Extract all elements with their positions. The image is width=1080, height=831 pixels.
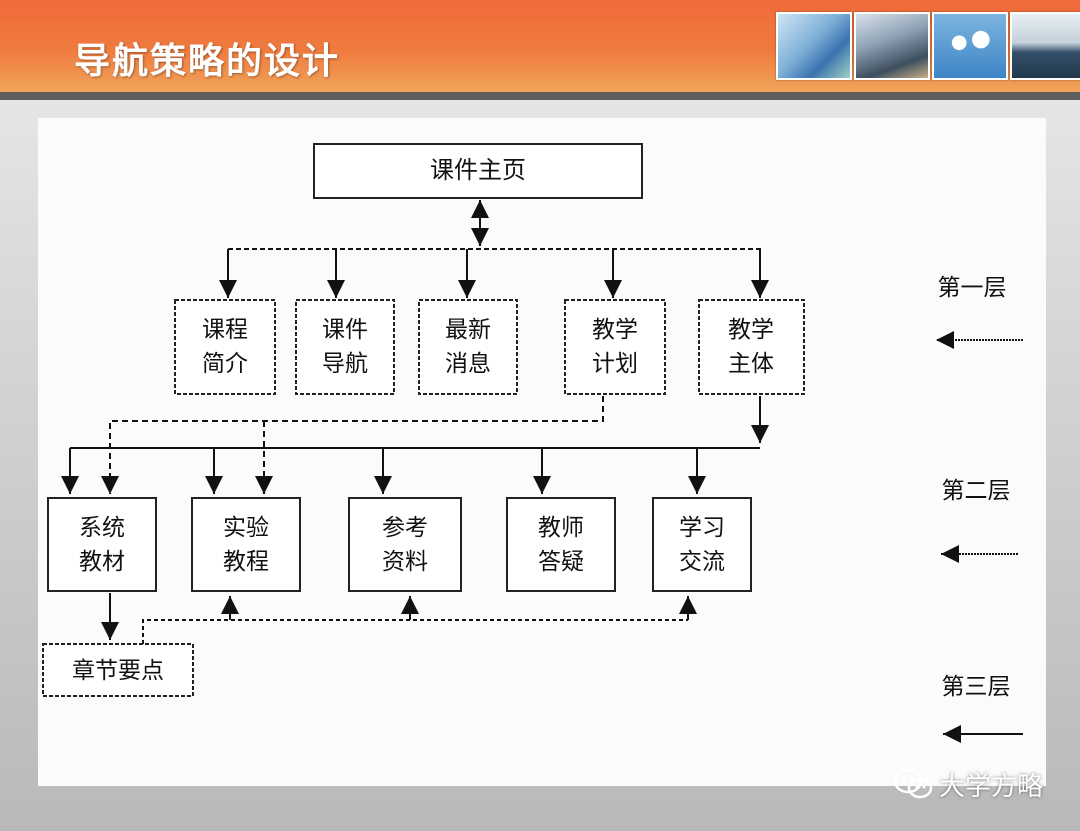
svg-text:消息: 消息 — [445, 351, 491, 377]
svg-text:第三层: 第三层 — [942, 674, 1011, 700]
svg-text:教学: 教学 — [592, 317, 638, 343]
svg-text:系统: 系统 — [79, 515, 125, 541]
layer-label-2: 第二层 — [941, 478, 1018, 563]
node-chapter-points: 章节要点 — [42, 643, 194, 697]
node-root-label: 课件主页 — [430, 156, 526, 184]
svg-text:章节要点: 章节要点 — [72, 658, 164, 684]
svg-text:计划: 计划 — [592, 351, 638, 377]
svg-text:主体: 主体 — [728, 351, 774, 377]
node-lab-tutorial: 实验 教程 — [191, 497, 301, 592]
svg-text:导航: 导航 — [322, 351, 368, 377]
node-system-textbook: 系统 教材 — [47, 497, 157, 592]
svg-text:第二层: 第二层 — [942, 478, 1011, 504]
svg-text:教学: 教学 — [728, 317, 774, 343]
node-course-intro: 课程 简介 — [174, 299, 276, 395]
svg-text:教师: 教师 — [538, 515, 584, 541]
svg-text:交流: 交流 — [679, 549, 725, 575]
svg-text:资料: 资料 — [382, 549, 428, 575]
node-teaching-main: 教学 主体 — [698, 299, 805, 395]
svg-text:最新: 最新 — [445, 317, 491, 343]
watermark-text: 大学方略 — [939, 771, 1044, 802]
watermark: 大学方略 — [893, 765, 1043, 803]
slide-header: 导航策略的设计 — [0, 0, 1080, 92]
svg-text:实验: 实验 — [223, 515, 269, 541]
student-computer-thumbnail — [854, 12, 930, 80]
node-courseware-nav: 课件 导航 — [295, 299, 395, 395]
classroom-thumbnail — [1010, 12, 1080, 80]
lab-flask-thumbnail — [776, 12, 852, 80]
layer-label-1: 第一层 — [936, 275, 1023, 349]
node-root: 课件主页 — [313, 143, 643, 199]
node-learning-exchange: 学习 交流 — [652, 497, 752, 592]
chapter-return-bus — [142, 619, 688, 644]
svg-text:课件: 课件 — [322, 317, 368, 343]
plan-to-textbook-connector — [101, 396, 604, 494]
diagram-canvas: 课件主页 课程 简介 课件 导航 最新 消息 教学 计划 — [42, 143, 1023, 743]
node-reference: 参考 资料 — [348, 497, 462, 592]
node-latest-news: 最新 消息 — [418, 299, 518, 395]
svg-text:参考: 参考 — [382, 515, 428, 541]
svg-text:简介: 简介 — [202, 351, 248, 377]
svg-text:答疑: 答疑 — [538, 549, 584, 575]
svg-text:第一层: 第一层 — [938, 275, 1007, 301]
navigation-diagram: 课件主页 课程 简介 课件 导航 最新 消息 教学 计划 — [38, 118, 1046, 786]
svg-text:学习: 学习 — [679, 515, 725, 541]
world-map-thumbnail — [932, 12, 1008, 80]
node-teacher-qa: 教师 答疑 — [506, 497, 616, 592]
svg-text:教程: 教程 — [223, 549, 269, 575]
slide-title: 导航策略的设计 — [74, 41, 341, 82]
node-teaching-plan: 教学 计划 — [564, 299, 666, 395]
layer-label-3: 第三层 — [942, 674, 1023, 743]
header-divider — [0, 92, 1080, 100]
wechat-icon — [893, 768, 933, 799]
svg-text:教材: 教材 — [79, 549, 125, 575]
svg-text:课程: 课程 — [202, 317, 248, 343]
